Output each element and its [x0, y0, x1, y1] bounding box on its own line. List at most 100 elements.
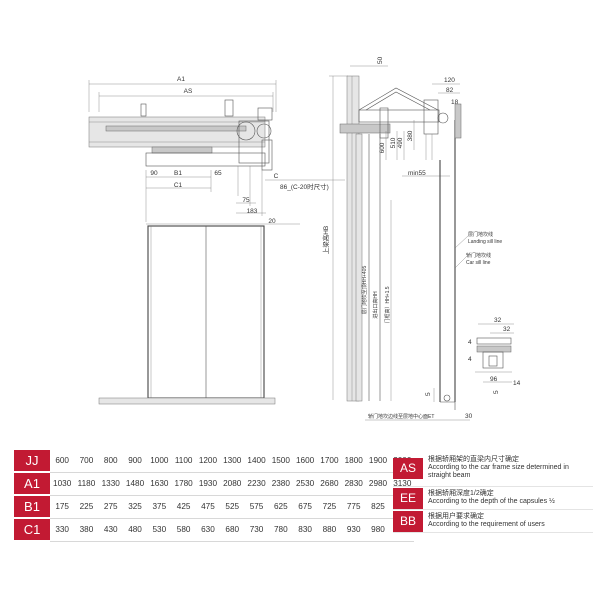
dim-20: 20	[268, 218, 276, 225]
row-label: B1	[14, 495, 50, 519]
table-cell: 700	[74, 450, 99, 473]
table-cell: 1100	[171, 450, 196, 473]
dim-14: 14	[513, 380, 521, 387]
table-cell: 1400	[244, 450, 269, 473]
dim-50: 50	[377, 56, 384, 64]
table-cell: 775	[341, 495, 366, 519]
legend-text-cn: 根据用户要求确定	[428, 513, 484, 520]
table-cell: 1030	[50, 472, 75, 496]
table-cell: 675	[292, 495, 318, 519]
dim-as: AS	[184, 88, 193, 95]
front-view: A1 AS 90 B1 65 C1	[88, 76, 345, 405]
table-cell: 2680	[317, 472, 342, 496]
landing-sill-cn: 层门地坎线	[468, 231, 493, 238]
sill-detail: 32 32 4 4 96 14 5	[468, 317, 521, 394]
table-cell: 330	[50, 518, 75, 542]
table-cell: 175	[50, 495, 75, 519]
table-cell: 380	[74, 518, 99, 542]
table-cell: 1480	[122, 472, 148, 496]
table-cell: 1900	[365, 450, 391, 473]
table-cell: 275	[98, 495, 123, 519]
table-cell: 530	[147, 518, 172, 542]
table-cell: 625	[268, 495, 293, 519]
table-cell: 1930	[195, 472, 221, 496]
dim-hh15: 门框高）HH+1.5	[384, 286, 391, 323]
legend-text-en: According to the depth of the capsules ½	[428, 498, 555, 505]
table-cell: 725	[317, 495, 342, 519]
dim-hh405: 层门地坎至顶HH+405	[361, 266, 368, 315]
dim-600: 600	[379, 142, 386, 153]
row-label: JJ	[14, 450, 50, 473]
table-cell: 800	[98, 450, 123, 473]
table-cell: 1700	[317, 450, 342, 473]
table-cell: 2380	[268, 472, 293, 496]
bottom-note: 轿门地坎边线至层地中心面ET	[368, 413, 434, 420]
table-cell: 630	[195, 518, 221, 542]
table-cell: 780	[268, 518, 293, 542]
table-cell: 1800	[341, 450, 366, 473]
dim-b1: B1	[174, 170, 182, 177]
dim-96: 96	[490, 376, 498, 383]
table-cell: 1600	[292, 450, 318, 473]
dim-min55: min55	[408, 170, 426, 177]
table-cell: 1780	[171, 472, 196, 496]
table-cell: 225	[74, 495, 99, 519]
legend-text-en: According to the car frame size determin…	[428, 464, 569, 479]
table-cell: 2080	[220, 472, 245, 496]
table-cell: 425	[171, 495, 196, 519]
dim-c: C	[274, 173, 279, 180]
dim-hb: 上梁高HB	[321, 226, 330, 255]
table-cell: 325	[122, 495, 148, 519]
table-cell: 480	[122, 518, 148, 542]
table-cell: 1200	[195, 450, 221, 473]
table-cell: 1500	[268, 450, 293, 473]
table-cell: 980	[365, 518, 391, 542]
table-cell: 880	[317, 518, 342, 542]
dim-a1: A1	[177, 76, 185, 83]
dim-5: 5	[425, 392, 432, 396]
table-cell: 730	[244, 518, 269, 542]
table-cell: 475	[195, 495, 221, 519]
dim-75: 75	[242, 197, 250, 204]
row-label: A1	[14, 472, 50, 496]
table-cell: 1000	[147, 450, 172, 473]
dim-18: 18	[451, 99, 459, 106]
dim-510: 510	[390, 137, 397, 148]
table-cell: 680	[220, 518, 245, 542]
car-sill-cn: 轿门地坎线	[466, 252, 491, 259]
table-cell: 1630	[147, 472, 172, 496]
legend-text-cn: 根据轿厢架的直梁内尺寸确定	[428, 456, 519, 463]
dim-82: 82	[446, 87, 454, 94]
dim-490: 490	[397, 137, 404, 148]
table-cell: 580	[171, 518, 196, 542]
table-cell: 2830	[341, 472, 366, 496]
dim-32a: 32	[494, 317, 502, 324]
table-cell: 825	[365, 495, 391, 519]
dim-380: 380	[407, 130, 414, 141]
dim-c-note: 86_(C-20时尺寸)	[280, 182, 329, 191]
table-cell: 1180	[74, 472, 99, 496]
table-cell: 430	[98, 518, 123, 542]
dim-30: 30	[465, 413, 473, 420]
dim-4a: 4	[468, 339, 472, 346]
technical-drawing: A1 AS 90 B1 65 C1	[88, 56, 521, 421]
table-cell: 1330	[98, 472, 123, 496]
table-cell: 1300	[220, 450, 245, 473]
table-cell: 525	[220, 495, 245, 519]
dim-90: 90	[150, 170, 158, 177]
table-cell: 2980	[365, 472, 391, 496]
dim-120: 120	[444, 77, 455, 84]
dim-183: 183	[247, 208, 258, 215]
table-cell: 930	[341, 518, 366, 542]
table-cell: 830	[292, 518, 318, 542]
table-cell: 375	[147, 495, 172, 519]
